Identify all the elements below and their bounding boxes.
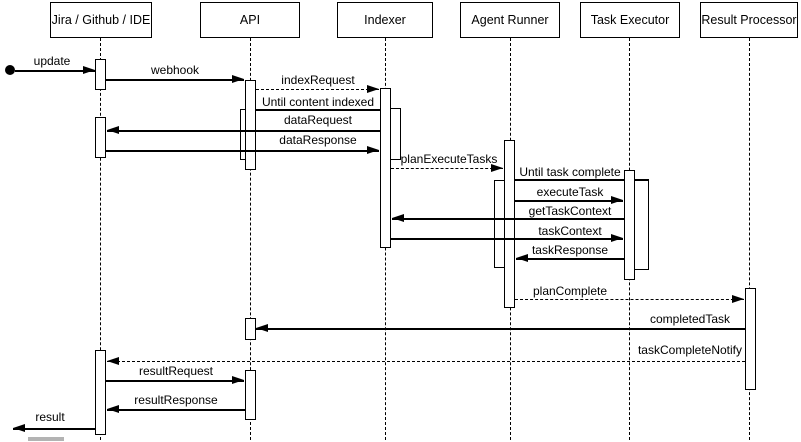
message-label-taskcompletenotify: taskCompleteNotify bbox=[637, 343, 743, 357]
message-label-plancomplete: planComplete bbox=[532, 284, 608, 298]
arrowhead-right-icon bbox=[232, 376, 244, 384]
loop-activation-bar bbox=[634, 180, 649, 270]
arrowhead-left-icon bbox=[107, 126, 119, 134]
message-line-gettaskcontext bbox=[392, 218, 624, 220]
activation-bar bbox=[624, 170, 635, 280]
actor-box-task-executor: Task Executor bbox=[580, 2, 680, 38]
lifeline-api bbox=[250, 38, 251, 440]
message-label-until-task-complete: Until task complete bbox=[519, 165, 621, 179]
message-label-result: result bbox=[35, 410, 65, 424]
actor-label-api: API bbox=[239, 13, 261, 27]
loop-line-until-task-complete bbox=[515, 179, 649, 181]
page-edge-artifact bbox=[28, 437, 64, 441]
message-line-resultresponse bbox=[107, 409, 245, 411]
actor-box-agent-runner: Agent Runner bbox=[460, 2, 560, 38]
message-line-indexrequest bbox=[256, 89, 379, 90]
activation-bar bbox=[504, 140, 515, 308]
actor-label-result-processor: Result Processor bbox=[701, 13, 797, 27]
message-line-taskcompletenotify bbox=[107, 361, 745, 362]
actor-box-result-processor: Result Processor bbox=[700, 2, 798, 38]
message-line-completedtask bbox=[256, 328, 745, 330]
actor-label-task-executor: Task Executor bbox=[590, 13, 670, 27]
message-label-dataresponse: dataResponse bbox=[279, 133, 357, 147]
found-message-circle bbox=[5, 65, 15, 75]
message-label-taskcontext: taskContext bbox=[538, 224, 602, 238]
message-label-datarequest: dataRequest bbox=[283, 113, 353, 127]
message-label-webhook: webhook bbox=[150, 63, 200, 77]
loop-line-until-content-indexed bbox=[240, 109, 390, 111]
arrowhead-left-icon bbox=[516, 254, 528, 262]
actor-label-jira-github-ide: Jira / Github / IDE bbox=[51, 13, 151, 27]
arrowhead-right-icon bbox=[367, 85, 379, 93]
message-line-dataresponse bbox=[106, 150, 379, 152]
actor-label-agent-runner: Agent Runner bbox=[471, 13, 549, 27]
message-label-until-content-indexed: Until content indexed bbox=[261, 95, 375, 109]
activation-bar bbox=[95, 117, 106, 158]
arrowhead-left-icon bbox=[107, 405, 119, 413]
arrowhead-right-icon bbox=[732, 295, 744, 303]
arrowhead-right-icon bbox=[83, 66, 95, 74]
arrowhead-left-icon bbox=[107, 357, 119, 365]
activation-bar bbox=[95, 350, 106, 435]
arrowhead-left-icon bbox=[256, 324, 268, 332]
actor-label-indexer: Indexer bbox=[364, 13, 406, 27]
message-line-executetask bbox=[515, 200, 623, 202]
activation-bar bbox=[245, 80, 256, 170]
arrowhead-right-icon bbox=[611, 234, 623, 242]
message-label-planexecutetasks: planExecuteTasks bbox=[400, 152, 498, 166]
message-line-plancomplete bbox=[515, 299, 744, 300]
message-label-update: update bbox=[33, 54, 71, 68]
activation-bar bbox=[245, 318, 256, 340]
activation-bar bbox=[745, 288, 756, 390]
arrowhead-left-icon bbox=[13, 424, 25, 432]
message-label-indexrequest: indexRequest bbox=[281, 73, 355, 87]
message-line-resultrequest bbox=[106, 380, 244, 382]
lifeline-jira-github-ide bbox=[100, 38, 101, 440]
message-label-resultresponse: resultResponse bbox=[134, 393, 218, 407]
arrowhead-right-icon bbox=[232, 75, 244, 83]
activation-bar bbox=[245, 370, 256, 420]
message-line-update bbox=[15, 70, 95, 72]
actor-box-jira-github-ide: Jira / Github / IDE bbox=[50, 2, 152, 38]
arrowhead-left-icon bbox=[392, 214, 404, 222]
lifeline-result-processor bbox=[749, 38, 750, 440]
actor-box-indexer: Indexer bbox=[337, 2, 433, 38]
loop-activation-bar bbox=[390, 108, 401, 160]
message-line-result bbox=[13, 428, 95, 430]
activation-bar bbox=[95, 59, 106, 90]
message-label-completedtask: completedTask bbox=[649, 312, 731, 326]
arrowhead-right-icon bbox=[611, 196, 623, 204]
message-line-taskresponse bbox=[516, 258, 624, 260]
message-line-taskcontext bbox=[391, 238, 623, 240]
message-line-webhook bbox=[106, 79, 244, 81]
actor-box-api: API bbox=[200, 2, 300, 38]
message-label-gettaskcontext: getTaskContext bbox=[528, 204, 612, 218]
message-line-datarequest bbox=[107, 130, 380, 132]
arrowhead-right-icon bbox=[367, 146, 379, 154]
arrowhead-right-icon bbox=[491, 164, 503, 172]
message-line-planexecutetasks bbox=[391, 168, 503, 169]
message-label-taskresponse: taskResponse bbox=[531, 243, 609, 257]
message-label-executetask: executeTask bbox=[536, 185, 604, 199]
message-label-resultrequest: resultRequest bbox=[138, 364, 214, 378]
activation-bar bbox=[380, 88, 391, 248]
